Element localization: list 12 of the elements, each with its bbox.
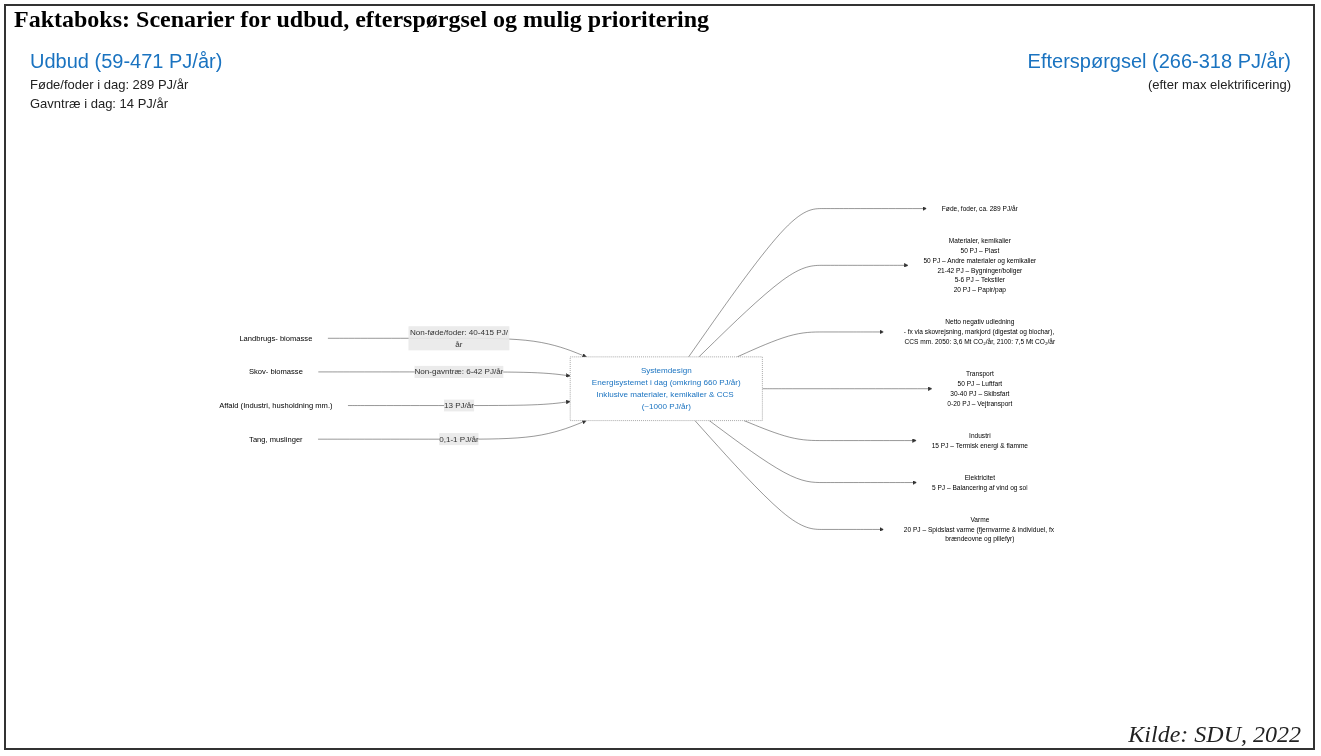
flow-note: Gavntræ i dag: 14 PJ/år: [30, 96, 169, 111]
column-heading: Efterspørgsel (266-318 PJ/år): [1026, 50, 1291, 73]
edge-label: 0,1-1 PJ/år: [439, 434, 479, 444]
edge-label: Non-gavntræ: 6-42 PJ/år: [414, 367, 504, 377]
edge-label: 13 PJ/år: [443, 401, 475, 410]
node-box: Systemdesign Energisystemet i dag (omkring 660 PJ/år) Inklusive materialer, kemikalier & CCS (~1000 PJ/år): [569, 356, 763, 421]
column-subheading: (efter max elektrificering): [1146, 77, 1291, 92]
source-caption: Kilde: SDU, 2022: [1128, 721, 1301, 748]
edge-label: Non-føde/foder: 40-415 PJ/år: [409, 327, 508, 349]
title: Faktaboks: Scenarier for udbud, efterspørgsel og mulig prioritering: [14, 6, 710, 33]
column-heading: Udbud (59-471 PJ/år): [30, 50, 224, 73]
flow-note: Føde/foder i dag: 289 PJ/år: [30, 77, 190, 92]
